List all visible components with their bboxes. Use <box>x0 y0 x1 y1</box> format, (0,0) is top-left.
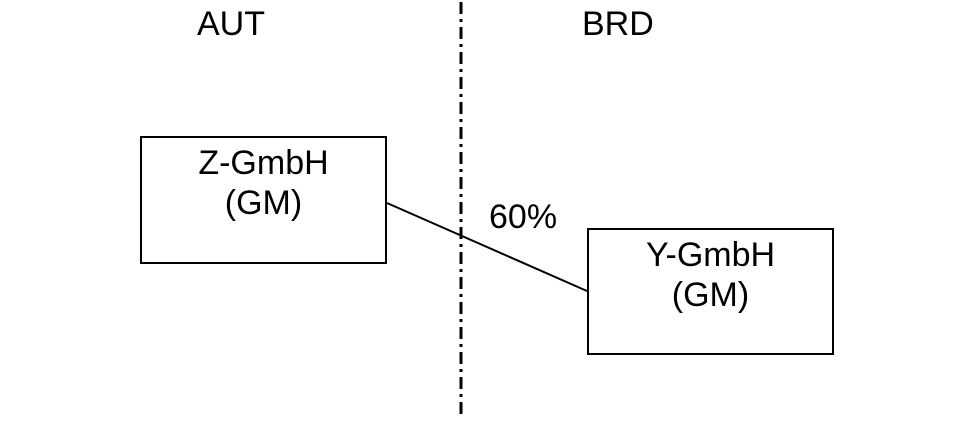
ownership-edge-line <box>386 202 588 292</box>
node-z-gmbh: Z-GmbH (GM) <box>140 136 387 264</box>
node-y-gmbh: Y-GmbH (GM) <box>587 228 834 355</box>
region-label-aut: AUT <box>197 5 265 43</box>
node-y-gmbh-name: Y-GmbH <box>645 236 776 274</box>
region-label-brd: BRD <box>582 5 654 43</box>
node-z-gmbh-name: Z-GmbH <box>198 144 329 182</box>
node-z-gmbh-role: (GM) <box>224 184 303 222</box>
node-y-gmbh-role: (GM) <box>671 276 750 314</box>
ownership-percentage-label: 60% <box>489 198 558 236</box>
